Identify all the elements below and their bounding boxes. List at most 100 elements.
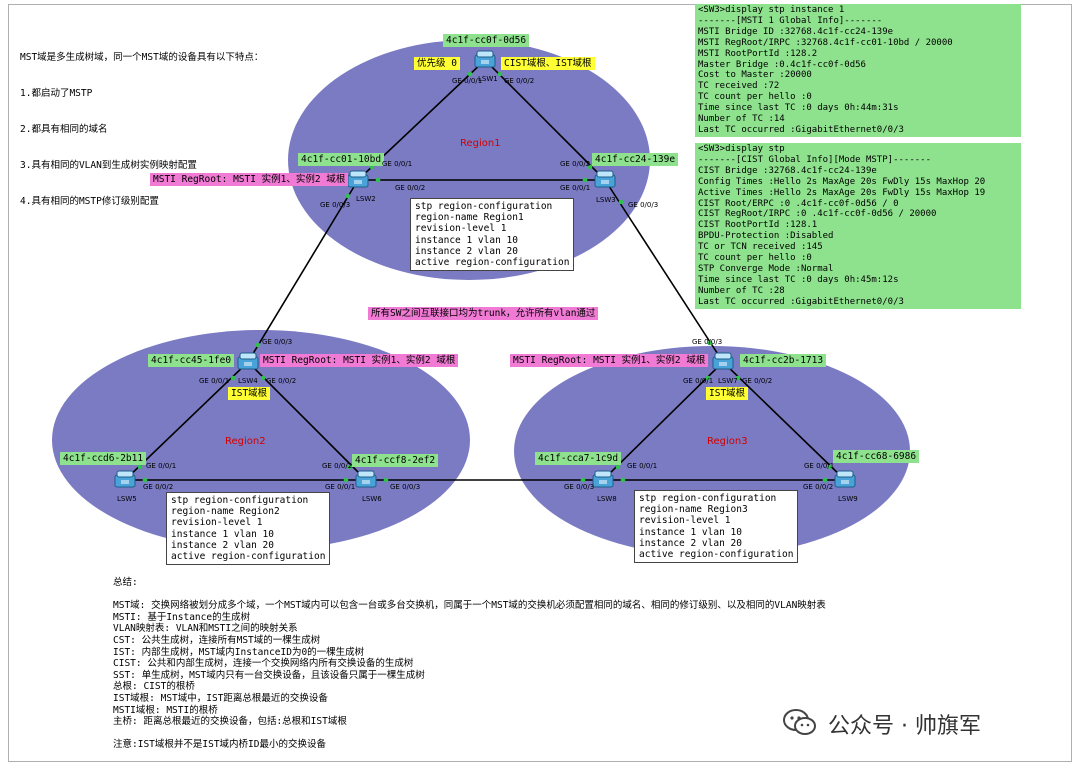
- switch-mac-label: 4c1f-cc01-10bd: [298, 153, 385, 166]
- port-dot: [383, 477, 389, 483]
- port-dot: [620, 477, 626, 483]
- link-lsw4-lsw6: [247, 361, 367, 481]
- watermark-text: 公众号 · 帅旗军: [828, 714, 981, 739]
- region-label: Region2: [225, 436, 266, 447]
- config-line: region-name Region2: [171, 506, 280, 518]
- switch-name: LSW5: [117, 495, 137, 503]
- port-dot: [230, 375, 236, 381]
- switch-name: LSW9: [838, 495, 858, 503]
- config-line: active region-configuration: [171, 551, 326, 563]
- port-label: GE 0/0/3: [628, 201, 659, 209]
- port-dot: [822, 477, 828, 483]
- cli-instance-output: <SW3>display stp instance 1 -------[MSTI…: [695, 4, 1021, 137]
- switch-mac-label: 4c1f-ccf8-2ef2: [352, 454, 439, 467]
- port-dot: [142, 477, 148, 483]
- config-line: region-name Region1: [415, 212, 524, 224]
- port-dot: [582, 177, 588, 183]
- switch-mac-label: 4c1f-cca7-1c9d: [535, 452, 622, 465]
- switch-icon[interactable]: [592, 470, 614, 488]
- port-label: GE 0/0/2: [395, 184, 426, 192]
- summary-notes: 总结: MST域: 交换网络被划分成多个域，一个MST域内可以包含一台或多台交换…: [113, 577, 826, 751]
- priority-tag: 优先级 0: [414, 57, 460, 70]
- port-dot: [618, 199, 624, 205]
- cli-line: Last TC occurred :GigabitEthernet0/0/3: [698, 296, 904, 307]
- intro-line: 3.具有相同的VLAN到生成树实例映射配置: [20, 160, 197, 171]
- port-label: GE 0/0/1: [325, 483, 356, 491]
- port-label: GE 0/0/3: [692, 338, 723, 346]
- switch-icon[interactable]: [114, 470, 136, 488]
- switch-icon[interactable]: [712, 352, 734, 370]
- switch-icon[interactable]: [347, 170, 369, 188]
- port-dot: [705, 375, 711, 381]
- link-lsw1-lsw3: [484, 59, 606, 181]
- config-line: region-name Region3: [639, 504, 748, 516]
- port-label: GE 0/0/1: [452, 77, 483, 85]
- switch-icon[interactable]: [834, 470, 856, 488]
- port-dot: [343, 477, 349, 483]
- region1-config: stp region-configuration region-name Reg…: [410, 198, 575, 272]
- switch-name: LSW6: [362, 495, 382, 503]
- wechat-icon: [783, 709, 816, 735]
- region-label: Region3: [707, 436, 748, 447]
- config-line: instance 2 vlan 20: [171, 539, 274, 551]
- port-label: GE 0/0/2: [803, 483, 834, 491]
- cli-line: Number of TC :14: [698, 114, 785, 125]
- cli-line: MSTI RootPortId :128.2: [698, 48, 818, 59]
- switch-name: LSW7: [718, 377, 738, 385]
- cli-line: -------[CIST Global Info][Mode MSTP]----…: [698, 154, 931, 165]
- port-label: GE 0/0/1: [560, 184, 591, 192]
- switch-icon[interactable]: [594, 170, 616, 188]
- switch-name: LSW4: [238, 377, 258, 385]
- summary-line: 主桥: 距离总根最近的交换设备，包括:总根和IST域根: [113, 716, 347, 728]
- msti-regroot-tag: MSTI RegRoot: MSTI 实例1、实例2 域根: [510, 354, 709, 367]
- cli-line: Config Times :Hello 2s MaxAge 20s FwDly …: [698, 176, 986, 187]
- port-dot: [347, 464, 353, 470]
- cli-line: BPDU-Protection :Disabled: [698, 231, 834, 242]
- summary-line: 总结:: [113, 577, 138, 588]
- switch-icon[interactable]: [237, 352, 259, 370]
- switch-mac-label: 4c1f-cc24-139e: [592, 153, 679, 166]
- summary-line: 注意:IST域根并不是IST域内桥ID最小的交换设备: [113, 739, 326, 751]
- config-line: stp region-configuration: [639, 493, 777, 504]
- cli-stp-output: <SW3>display stp -------[CIST Global Inf…: [695, 143, 1021, 309]
- intro-line: MST域是多生成树域，同一个MST域的设备具有以下特点：: [20, 52, 264, 63]
- port-label: GE 0/0/2: [266, 377, 297, 385]
- cli-line: Time since last TC :0 days 0h:44m:31s: [698, 103, 899, 114]
- summary-line: CST: 公共生成树，连接所有MST域的一棵生成树: [113, 634, 321, 646]
- intro-line: 2.都具有相同的域名: [20, 124, 108, 135]
- link-lsw7-lsw9: [722, 361, 846, 481]
- cli-line: Time since last TC :0 days 0h:45m:12s: [698, 274, 899, 285]
- ist-root-tag: IST域根: [228, 387, 271, 400]
- cli-line: STP Converge Mode :Normal: [698, 263, 834, 274]
- port-dot: [707, 340, 713, 346]
- summary-line: IST: 内部生成树，MST域内InstanceID为0的一棵生成树: [113, 646, 365, 658]
- cli-line: MSTI Bridge ID :32768.4c1f-cc24-139e: [698, 26, 894, 37]
- config-line: instance 1 vlan 10: [415, 234, 518, 246]
- link-lsw3-lsw7: [604, 179, 724, 363]
- port-dot: [375, 177, 381, 183]
- switch-icon[interactable]: [474, 50, 496, 68]
- port-dot: [137, 464, 143, 470]
- trunk-note: 所有SW之间互联接口均为trunk，允许所有vlan通过: [368, 307, 599, 320]
- cli-line: TC count per hello :0: [698, 92, 812, 103]
- cli-line: TC received :72: [698, 81, 780, 92]
- summary-line: MST域: 交换网络被划分成多个域，一个MST域内可以包含一台或多台交换机，同属…: [113, 600, 826, 612]
- switch-icon[interactable]: [355, 470, 377, 488]
- port-label: GE 0/0/1: [199, 377, 230, 385]
- config-line: instance 2 vlan 20: [415, 245, 518, 257]
- cli-line: Number of TC :28: [698, 285, 785, 296]
- port-dot: [827, 464, 833, 470]
- port-label: GE 0/0/1: [382, 160, 413, 168]
- cli-line: CIST Root/ERPC :0 .4c1f-cc0f-0d56 / 0: [698, 198, 899, 209]
- port-label: GE 0/0/3: [320, 201, 351, 209]
- port-dot: [345, 193, 351, 199]
- port-label: GE 0/0/3: [564, 483, 595, 491]
- port-label: GE 0/0/2: [143, 483, 174, 491]
- region2-config: stp region-configuration region-name Reg…: [166, 492, 331, 566]
- config-line: stp region-configuration: [171, 495, 309, 506]
- port-label: GE 0/0/2: [742, 377, 773, 385]
- cli-line: Last TC occurred :GigabitEthernet0/0/3: [698, 124, 904, 135]
- summary-line: [113, 728, 826, 740]
- port-label: GE 0/0/1: [627, 462, 658, 470]
